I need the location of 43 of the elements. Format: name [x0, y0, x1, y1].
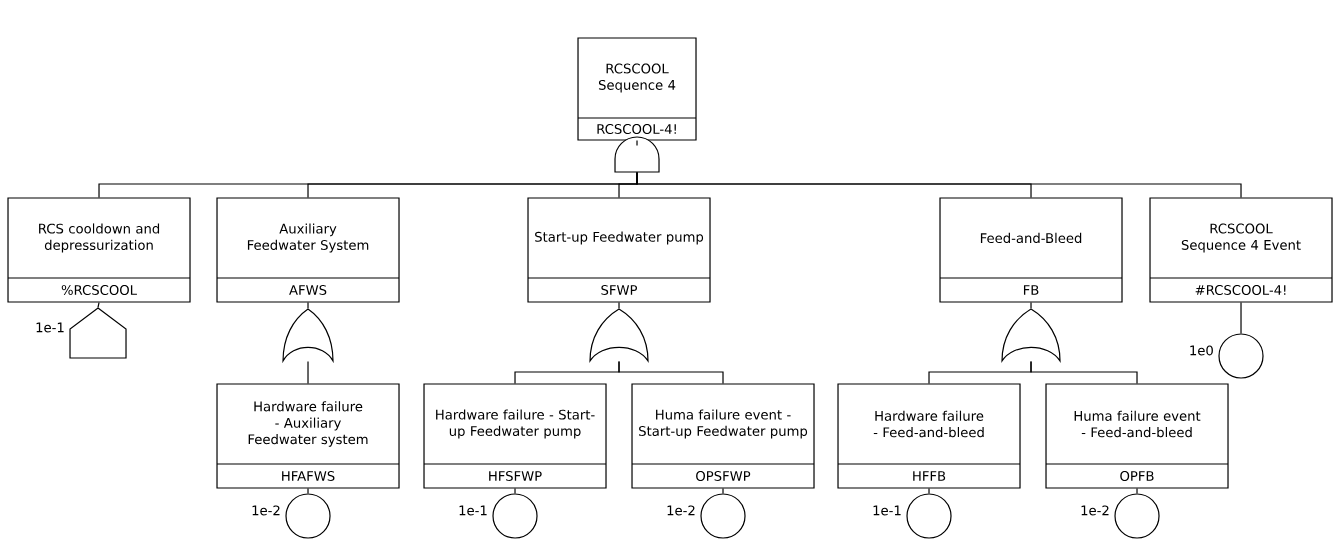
event-box: Huma failure event - Feed-and-bleed OPFB — [1045, 383, 1229, 489]
probability-label: 1e-1 — [873, 505, 901, 516]
probability-label: 1e-2 — [1081, 505, 1109, 516]
or-gate — [589, 308, 649, 362]
connector-line — [636, 140, 638, 146]
connector-line — [307, 361, 309, 384]
probability-label: 1e-2 — [667, 505, 695, 516]
connector-line — [1030, 302, 1032, 309]
event-box: RCS cooldown and depressurization %RCSCOOL — [7, 197, 191, 303]
connector-line — [636, 172, 1242, 198]
basic-event-circle — [285, 493, 331, 539]
event-box: Start-up Feedwater pump SFWP — [527, 197, 711, 303]
connector-line — [307, 302, 309, 309]
or-gate — [282, 308, 334, 362]
probability-label: 1e-1 — [36, 322, 64, 333]
probability-label: 1e-1 — [459, 505, 487, 516]
event-box: Hardware failure - Feed-and-bleed HFFB — [837, 383, 1021, 489]
connector-line — [618, 302, 620, 309]
connector-line — [1240, 302, 1242, 334]
basic-event-circle — [1114, 493, 1160, 539]
basic-event-circle — [492, 493, 538, 539]
connector-line — [618, 361, 724, 384]
connector-line — [928, 488, 930, 494]
basic-event-circle — [1218, 333, 1264, 379]
connector-line — [1030, 361, 1138, 384]
basic-event-circle — [700, 493, 746, 539]
connector-line — [307, 488, 309, 494]
event-box: Huma failure event - Start-up Feedwater pump OPSFWP — [631, 383, 815, 489]
connector-line — [722, 488, 724, 494]
connector-line — [514, 488, 516, 494]
event-box: Hardware failure - Start-up Feedwater pump HFSFWP — [423, 383, 607, 489]
or-gate — [1001, 308, 1061, 362]
probability-label: 1e0 — [1190, 345, 1213, 356]
connector-line — [1136, 488, 1138, 494]
house-event — [69, 307, 127, 359]
connector-line — [97, 302, 100, 308]
event-box: Hardware failure - Auxiliary Feedwater system HFAFWS — [216, 383, 400, 489]
event-box: RCSCOOL Sequence 4 RCSCOOL-4! — [577, 37, 697, 141]
probability-label: 1e-2 — [252, 505, 280, 516]
event-box: Feed-and-Bleed FB — [939, 197, 1123, 303]
event-box: RCSCOOL Sequence 4 Event #RCSCOOL-4! — [1149, 197, 1333, 303]
event-box: Auxiliary Feedwater System AFWS — [216, 197, 400, 303]
basic-event-circle — [906, 493, 952, 539]
